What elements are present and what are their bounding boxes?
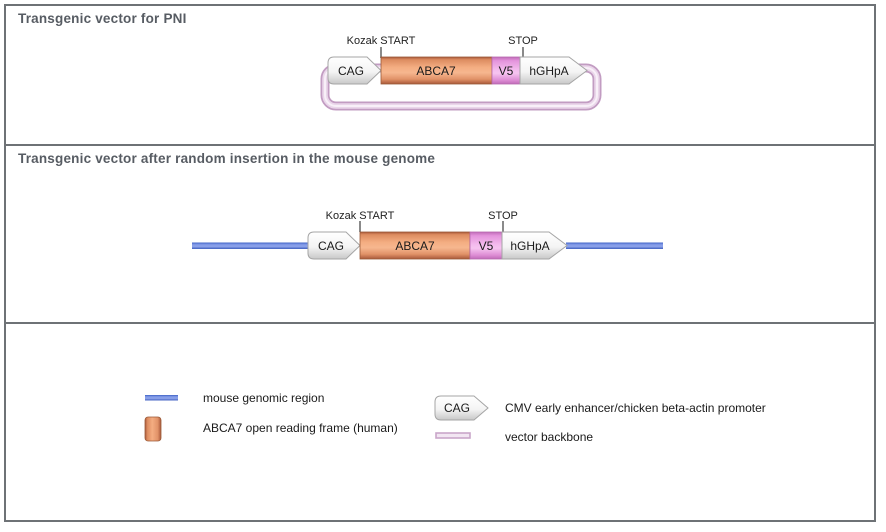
cag-arrow-swatch: [434, 395, 489, 421]
legend-backbone-label: vector backbone: [505, 430, 593, 444]
legend: mouse genomic region ABCA7 open reading …: [144, 391, 766, 444]
blue-line-swatch: [145, 395, 178, 401]
kozak-start-label: Kozak START: [347, 35, 416, 47]
vector-construct: Kozak START STOP CAG ABCA7 V5 hGHpA: [320, 35, 602, 111]
legend-genomic-label: mouse genomic region: [203, 391, 324, 405]
legend-promoter-label: CMV early enhancer/chicken beta-actin pr…: [505, 401, 766, 415]
hghpa-polya-arrow: [501, 231, 568, 260]
hghpa-label: hGHpA: [529, 64, 568, 78]
stop-label: STOP: [488, 210, 518, 222]
pink-line-swatch: [435, 432, 471, 439]
legend-orf-label: ABCA7 open reading frame (human): [203, 421, 398, 435]
orange-box-swatch: [144, 416, 162, 442]
cag-promoter-arrow: [327, 56, 382, 85]
cag-promoter-arrow: [307, 231, 361, 260]
panel-title-insertion: Transgenic vector after random insertion…: [18, 151, 436, 166]
abca7-label: ABCA7: [395, 239, 435, 253]
abca7-orf-box: [380, 56, 493, 85]
legend-cag-swatch-label: CAG: [444, 401, 470, 415]
genomic-region-left: [192, 242, 310, 249]
cag-label: CAG: [338, 64, 364, 78]
kozak-start-label: Kozak START: [326, 210, 395, 222]
cag-label: CAG: [318, 239, 344, 253]
panel-divider-2: [6, 322, 874, 324]
hghpa-label: hGHpA: [510, 239, 549, 253]
panel-divider-1: [6, 144, 874, 146]
hghpa-polya-arrow: [519, 56, 588, 85]
genomic-region-right: [566, 242, 663, 249]
insertion-construct: Kozak START STOP CAG ABCA7 V5 hGHpA: [192, 210, 663, 260]
v5-label: V5: [479, 239, 494, 253]
panel-title-vector: Transgenic vector for PNI: [18, 11, 187, 26]
abca7-label: ABCA7: [416, 64, 456, 78]
stop-label: STOP: [508, 35, 538, 47]
v5-label: V5: [499, 64, 514, 78]
